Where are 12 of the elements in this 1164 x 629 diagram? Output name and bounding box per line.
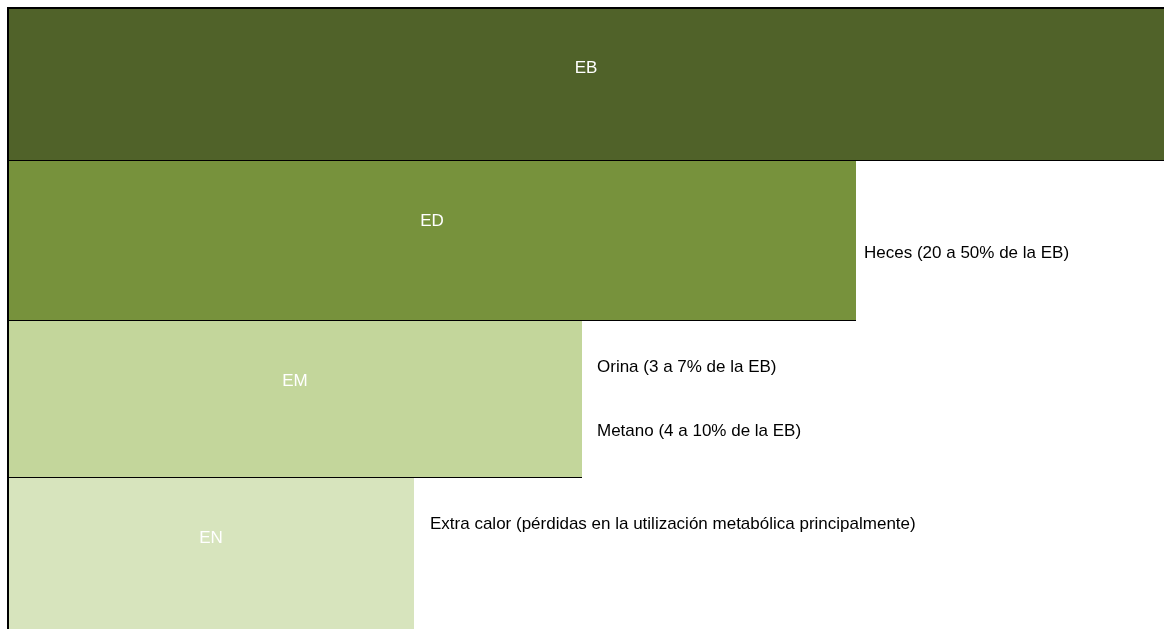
energy-bar bbox=[8, 321, 582, 478]
energy-bar bbox=[8, 8, 1164, 161]
bar-label: EM bbox=[282, 371, 308, 391]
loss-caption: Heces (20 a 50% de la EB) bbox=[864, 243, 1070, 263]
bar-label: EN bbox=[199, 528, 223, 548]
bar-label: ED bbox=[420, 211, 444, 231]
energy-bar bbox=[8, 161, 856, 321]
loss-caption: Orina (3 a 7% de la EB) bbox=[597, 357, 777, 377]
energy-bar bbox=[8, 478, 414, 629]
loss-caption: Extra calor (pérdidas en la utilización metabólica principalmente) bbox=[430, 514, 916, 534]
bar-label: EB bbox=[574, 58, 598, 78]
loss-caption: Metano (4 a 10% de la EB) bbox=[597, 421, 802, 441]
